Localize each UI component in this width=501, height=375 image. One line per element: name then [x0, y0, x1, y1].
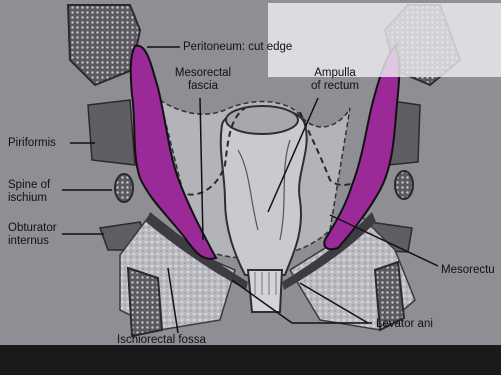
label-mesorectal-fascia-line1: Mesorectal	[168, 67, 238, 80]
label-obturator-line2: internus	[8, 235, 57, 248]
label-ampulla-line2: of rectum	[300, 80, 370, 93]
label-peritoneum: Peritoneum: cut edge	[183, 41, 292, 54]
label-ampulla-line1: Ampulla	[300, 67, 370, 80]
label-obturator-internus: Obturator internus	[8, 222, 57, 248]
label-ischiorectal-fossa: Ischiorectal fossa	[117, 334, 206, 347]
label-spine-line1: Spine of	[8, 179, 50, 192]
label-spine-of-ischium: Spine of ischium	[8, 179, 50, 205]
label-piriformis: Piriformis	[8, 137, 56, 150]
label-obturator-line1: Obturator	[8, 222, 57, 235]
highlight-overlay	[268, 3, 501, 77]
label-mesorectal-fascia: Mesorectal fascia	[168, 67, 238, 93]
anal-canal	[248, 270, 282, 312]
label-mesorectum: Mesorectu	[441, 264, 495, 277]
left-ischial-spine	[115, 174, 133, 202]
label-mesorectal-fascia-line2: fascia	[168, 80, 238, 93]
label-spine-line2: ischium	[8, 192, 50, 205]
right-ischial-spine	[395, 171, 413, 199]
bottom-border	[0, 345, 501, 375]
label-levator-ani: Levator ani	[376, 318, 433, 331]
label-ampulla: Ampulla of rectum	[300, 67, 370, 93]
left-piriformis-muscle	[88, 100, 135, 165]
ampulla-top-opening	[226, 106, 298, 134]
left-ischial-tuberosity	[128, 268, 162, 336]
